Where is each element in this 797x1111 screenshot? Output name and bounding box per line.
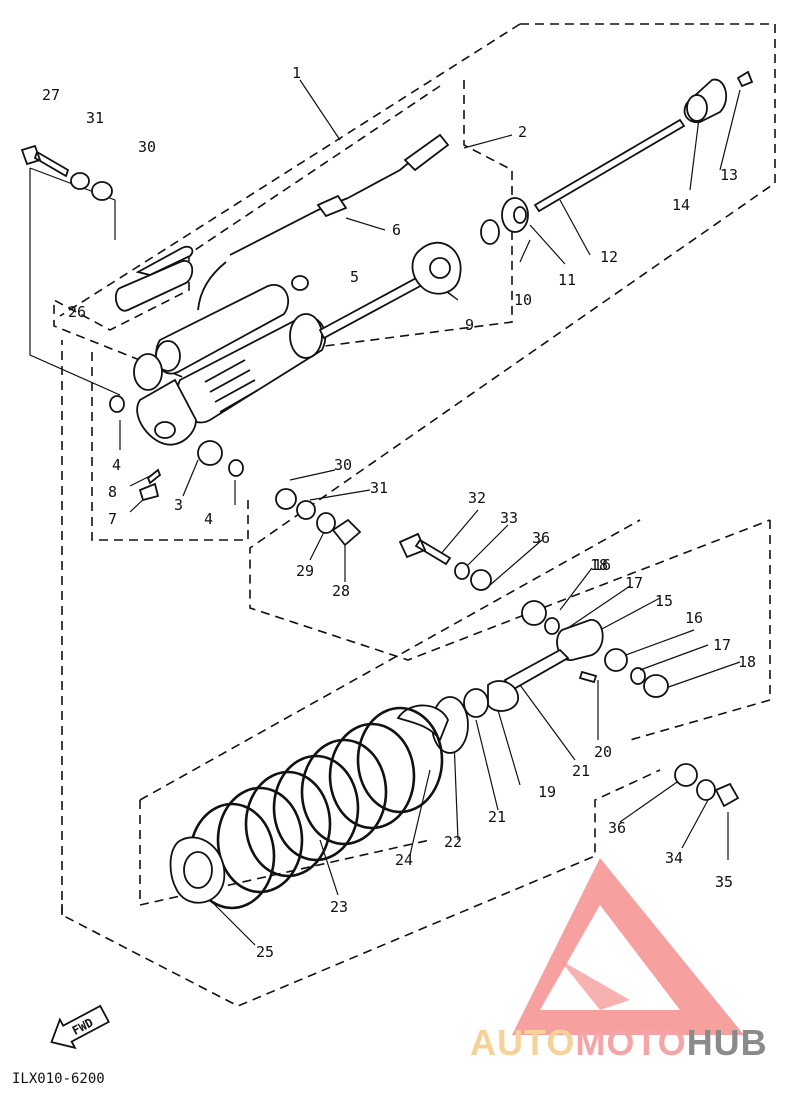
callout-5: 5 (350, 268, 359, 286)
callout-31: 31 (370, 479, 388, 497)
collar-36-upper (470, 569, 492, 591)
callout-10: 10 (514, 291, 532, 309)
bolt-5 (291, 275, 309, 291)
collar-30-upper (91, 181, 113, 201)
bearing-3 (197, 440, 223, 466)
bolt-27 (20, 144, 70, 178)
stopper-24 (396, 704, 449, 742)
cover-26 (114, 260, 194, 312)
callout-16: 16 (685, 609, 703, 627)
body-ribs (204, 359, 259, 413)
callout-7: 7 (108, 510, 117, 528)
rod-12 (533, 118, 686, 213)
callout-8: 8 (108, 483, 117, 501)
collar-30-lower (275, 488, 297, 510)
callout-12: 12 (600, 248, 618, 266)
circlip-4-right (228, 459, 244, 477)
callout-19: 19 (538, 783, 556, 801)
link-15 (556, 619, 604, 661)
callout-33: 33 (500, 509, 518, 527)
brand-auto: AUTO (470, 1022, 576, 1063)
callout-4: 4 (112, 456, 121, 474)
circlip-4-left (109, 395, 125, 413)
callout-11: 11 (558, 271, 576, 289)
callout-9: 9 (465, 316, 474, 334)
spring-adjuster (403, 133, 450, 172)
washer-10 (480, 219, 500, 245)
automotohub-logo (512, 858, 744, 1035)
callout-24: 24 (395, 851, 413, 869)
callout-18: 18 (590, 556, 608, 574)
washer-31-upper (70, 172, 90, 190)
callout-labels: 1 2 3 4 4 5 6 7 8 9 10 11 12 13 14 15 16… (42, 64, 756, 961)
callout-22: 22 (444, 833, 462, 851)
callout-31: 31 (86, 109, 104, 127)
nut-28 (331, 518, 362, 547)
washer-29 (316, 512, 336, 534)
callout-30: 30 (334, 456, 352, 474)
screw-7 (138, 482, 160, 502)
callout-36: 36 (532, 529, 550, 547)
callout-35: 35 (715, 873, 733, 891)
washer-33 (454, 562, 470, 580)
callout-16: 16 (593, 556, 611, 574)
watermark-brand: AUTOMOTOHUB (470, 1022, 768, 1068)
callout-3: 3 (174, 496, 183, 514)
group-1-dashed-outline (249, 23, 776, 661)
spring-seat-19 (487, 680, 519, 712)
brand-hub: HUB (686, 1022, 768, 1063)
fwd-arrow: FWD (50, 1004, 110, 1050)
washer-34 (696, 779, 716, 801)
grease-nipple-8 (146, 468, 162, 485)
callout-6: 6 (392, 221, 401, 239)
callout-14: 14 (672, 196, 690, 214)
callout-2: 2 (518, 123, 527, 141)
shock-parts (20, 70, 754, 910)
callout-30: 30 (138, 138, 156, 156)
callout-26: 26 (68, 303, 86, 321)
callout-15: 15 (655, 592, 673, 610)
callout-4: 4 (204, 510, 213, 528)
callout-20: 20 (594, 743, 612, 761)
callout-28: 28 (332, 582, 350, 600)
lower-assembly-dashed-outline (629, 520, 771, 741)
callout-32: 32 (468, 489, 486, 507)
callout-36: 36 (608, 819, 626, 837)
callout-21: 21 (572, 762, 590, 780)
callout-23: 23 (330, 898, 348, 916)
group-2-dashed-outline (277, 80, 513, 353)
callout-25: 25 (256, 943, 274, 961)
callout-17: 17 (625, 574, 643, 592)
oring-17-left (544, 617, 560, 635)
pin-13 (736, 70, 754, 88)
callout-18: 18 (738, 653, 756, 671)
adjuster-rod-6 (316, 194, 348, 218)
pin-20 (578, 670, 598, 684)
coil-spring-23 (188, 706, 444, 910)
bearing-18-left (521, 600, 547, 626)
oring-17-right (630, 667, 646, 685)
washer-31-lower (296, 500, 316, 520)
shock-eye-mount (136, 378, 197, 446)
callout-29: 29 (296, 562, 314, 580)
bolt-32 (398, 532, 452, 566)
callout-1: 1 (292, 64, 301, 82)
nut-35 (714, 782, 740, 808)
guide-21 (463, 688, 489, 718)
callout-27: 27 (42, 86, 60, 104)
callout-21: 21 (488, 808, 506, 826)
drawing-code: ILX010-6200 (12, 1071, 105, 1087)
collar-36-lower (674, 763, 698, 787)
callout-17: 17 (713, 636, 731, 654)
bushing-16 (604, 648, 628, 672)
adjuster-rod-lower (503, 648, 570, 692)
brand-moto: MOTO (575, 1022, 687, 1063)
callout-13: 13 (720, 166, 738, 184)
bearing-18-right (643, 674, 669, 698)
callout-34: 34 (665, 849, 683, 867)
piston-rod (318, 274, 426, 340)
